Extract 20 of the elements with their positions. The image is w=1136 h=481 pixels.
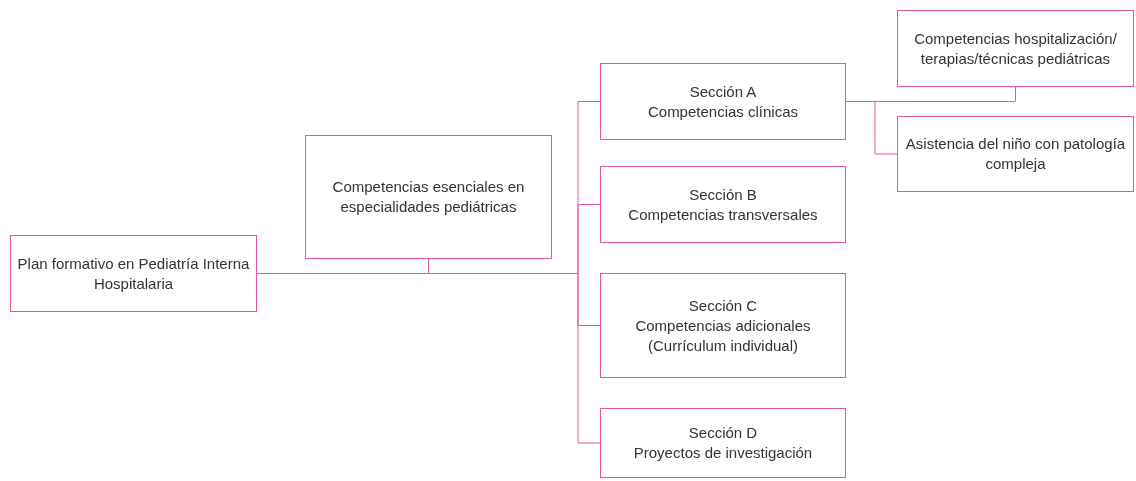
process-box: [600, 273, 846, 378]
box-text: Proyectos de investigación: [633, 443, 813, 463]
box-text: Sección C: [688, 295, 758, 316]
process-box: [600, 166, 846, 243]
box-text: Competencias transversales: [628, 204, 818, 225]
box-text: Sección D: [688, 423, 758, 443]
box-text: Competencias adicionales (Currículum individual): [634, 315, 812, 356]
box-text: Competencias clínicas: [647, 101, 799, 122]
process-box: [897, 116, 1134, 192]
box-text: Competencias esenciales en especialidades pediátricas: [331, 177, 526, 217]
box-text: Competencias hospitalización/ terapias/técnicas pediátricas: [913, 28, 1118, 69]
process-box: [897, 10, 1134, 87]
process-box: [10, 235, 257, 312]
box-text: Sección B: [689, 184, 757, 205]
box-text: Plan formativo en Pediatría Interna Hospitalaria: [16, 253, 251, 294]
process-box: [600, 408, 846, 478]
process-box: [305, 135, 552, 259]
process-box: [600, 63, 846, 140]
box-text: Sección A: [689, 81, 757, 102]
box-text: Asistencia del niño con patología compleja: [904, 134, 1127, 174]
